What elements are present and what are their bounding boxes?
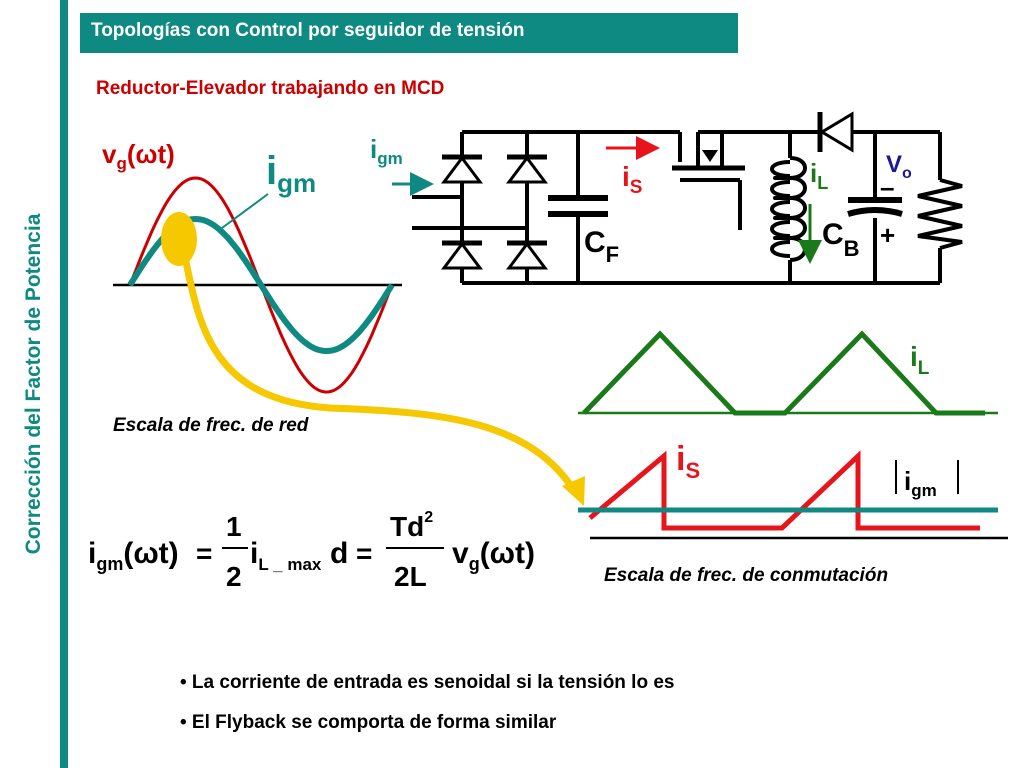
is-circuit-label: iS: [622, 161, 642, 198]
svg-text:igm(ωt): igm(ωt): [88, 537, 179, 574]
zoom-connector: [182, 261, 578, 494]
diode-d4: [506, 241, 548, 270]
svg-text:=: =: [356, 538, 372, 569]
igm-circuit-label: igm: [370, 134, 403, 168]
side-accent-bar: [60, 0, 68, 768]
grid-scale-caption: Escala de frec. de red: [113, 415, 309, 436]
slide-title: Topologías con Control por seguidor de t…: [91, 20, 525, 41]
cb-label: CB: [822, 218, 860, 261]
slide-subtitle: Reductor-Elevador trabajando en MCD: [96, 78, 445, 99]
il-circuit-label: iL: [810, 158, 828, 193]
is-wave: [588, 450, 980, 531]
vo-label: Vo: [886, 151, 912, 182]
title-banner: Topologías con Control por seguidor de t…: [80, 13, 738, 53]
svg-text:2L: 2L: [394, 561, 427, 592]
svg-text:iL _ max: iL _ max: [250, 537, 322, 574]
diode-d3: [441, 241, 483, 270]
vo-minus-sign: –: [880, 172, 894, 202]
load-resistor: [917, 178, 963, 250]
igm-equation: igm(ωt) = 1 2 iL _ max d = Td2 2L vg(ωt): [88, 509, 535, 592]
igm-abs-label: igm: [895, 460, 959, 500]
svg-text:igm: igm: [904, 466, 937, 500]
buck-boost-circuit: [412, 130, 942, 285]
il-wave: [582, 330, 985, 416]
bullet-item-1: • La corriente de entrada es senoidal si…: [180, 672, 675, 693]
vo-plus-sign: +: [880, 220, 895, 250]
il-wave-label: iL: [910, 341, 930, 379]
mosfet-arrow: [702, 150, 718, 162]
cb-plate-bottom: [847, 207, 903, 217]
bridge-diodes: [441, 154, 548, 270]
svg-text:vg(ωt): vg(ωt): [452, 537, 535, 574]
cf-label: CF: [584, 226, 619, 267]
svg-text:2: 2: [226, 561, 242, 592]
zoom-arrowhead: [562, 476, 585, 506]
zoom-highlight: [161, 212, 197, 266]
svg-text:=: =: [196, 538, 212, 569]
switching-waveforms: [578, 330, 1008, 540]
inductor-coil: [773, 156, 807, 262]
diode-d1: [441, 155, 483, 184]
svg-text:1: 1: [226, 511, 242, 542]
igm-big-label: igm: [266, 149, 316, 198]
svg-text:d: d: [330, 537, 348, 570]
bullet-list: • La corriente de entrada es senoidal si…: [180, 672, 674, 752]
switching-scale-caption: Escala de frec. de conmutación: [604, 565, 888, 586]
igm-pointer: [221, 193, 269, 229]
line-frequency-waveforms: [113, 176, 585, 506]
is-wave-label: iS: [676, 440, 700, 483]
svg-text:Td2: Td2: [390, 509, 433, 542]
diode-d2: [506, 155, 548, 184]
bullet-item-2: • El Flyback se comporta de forma simila…: [180, 712, 557, 733]
vg-label: vg(ωt): [102, 139, 175, 173]
output-diode: [817, 111, 854, 153]
